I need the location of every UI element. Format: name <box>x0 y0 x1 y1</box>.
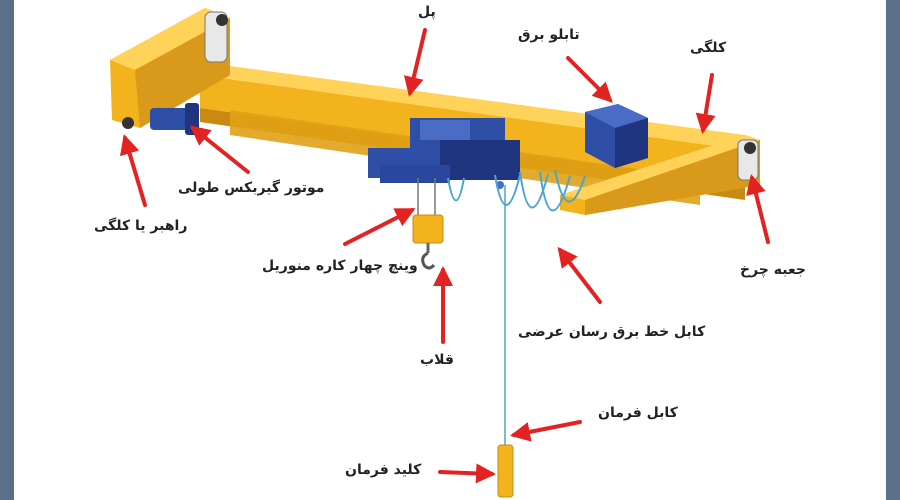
control-pendant <box>497 185 514 498</box>
arrow-cross-power-cable <box>557 246 602 304</box>
label-end-carriage-right: کلگی <box>690 40 727 56</box>
hook-block <box>412 178 444 270</box>
left-frame-strip <box>0 0 14 500</box>
festoon-cables <box>447 169 586 212</box>
arrow-guide-end-carriage <box>119 134 147 207</box>
arrow-travel-gear-motor <box>189 125 250 174</box>
left-end-carriage <box>110 8 230 129</box>
right-frame-strip <box>886 0 900 500</box>
callout-arrows <box>119 28 770 484</box>
label-wheel-box: جعبه چرخ <box>740 262 806 278</box>
label-control-cable: کابل فرمان <box>598 405 678 421</box>
arrow-end-carriage-right <box>695 73 716 134</box>
label-monorail-winch: وینچ چهار کاره منوریل <box>262 258 418 274</box>
arrow-monorail-winch <box>343 208 416 246</box>
arrow-control-cable <box>510 420 582 442</box>
label-travel-gear-motor: موتور گیربکس طولی <box>178 180 325 196</box>
arrow-control-panel <box>566 56 613 103</box>
control-panel-box <box>585 104 648 168</box>
label-cross-power-cable: کابل خط برق رسان عرضی <box>518 324 706 340</box>
arrow-bridge <box>403 28 427 97</box>
label-hook: قلاب <box>420 352 454 368</box>
right-end-carriage <box>560 135 760 215</box>
label-control-panel: تابلو برق <box>518 27 580 43</box>
arrow-control-key <box>438 463 496 484</box>
label-control-key: کلید فرمان <box>345 462 422 478</box>
arrow-wheel-box <box>746 174 770 244</box>
label-bridge: پل <box>418 4 436 20</box>
label-guide-end-carriage: راهبر یا کلگی <box>94 218 188 234</box>
hoist-trolley <box>368 118 520 189</box>
